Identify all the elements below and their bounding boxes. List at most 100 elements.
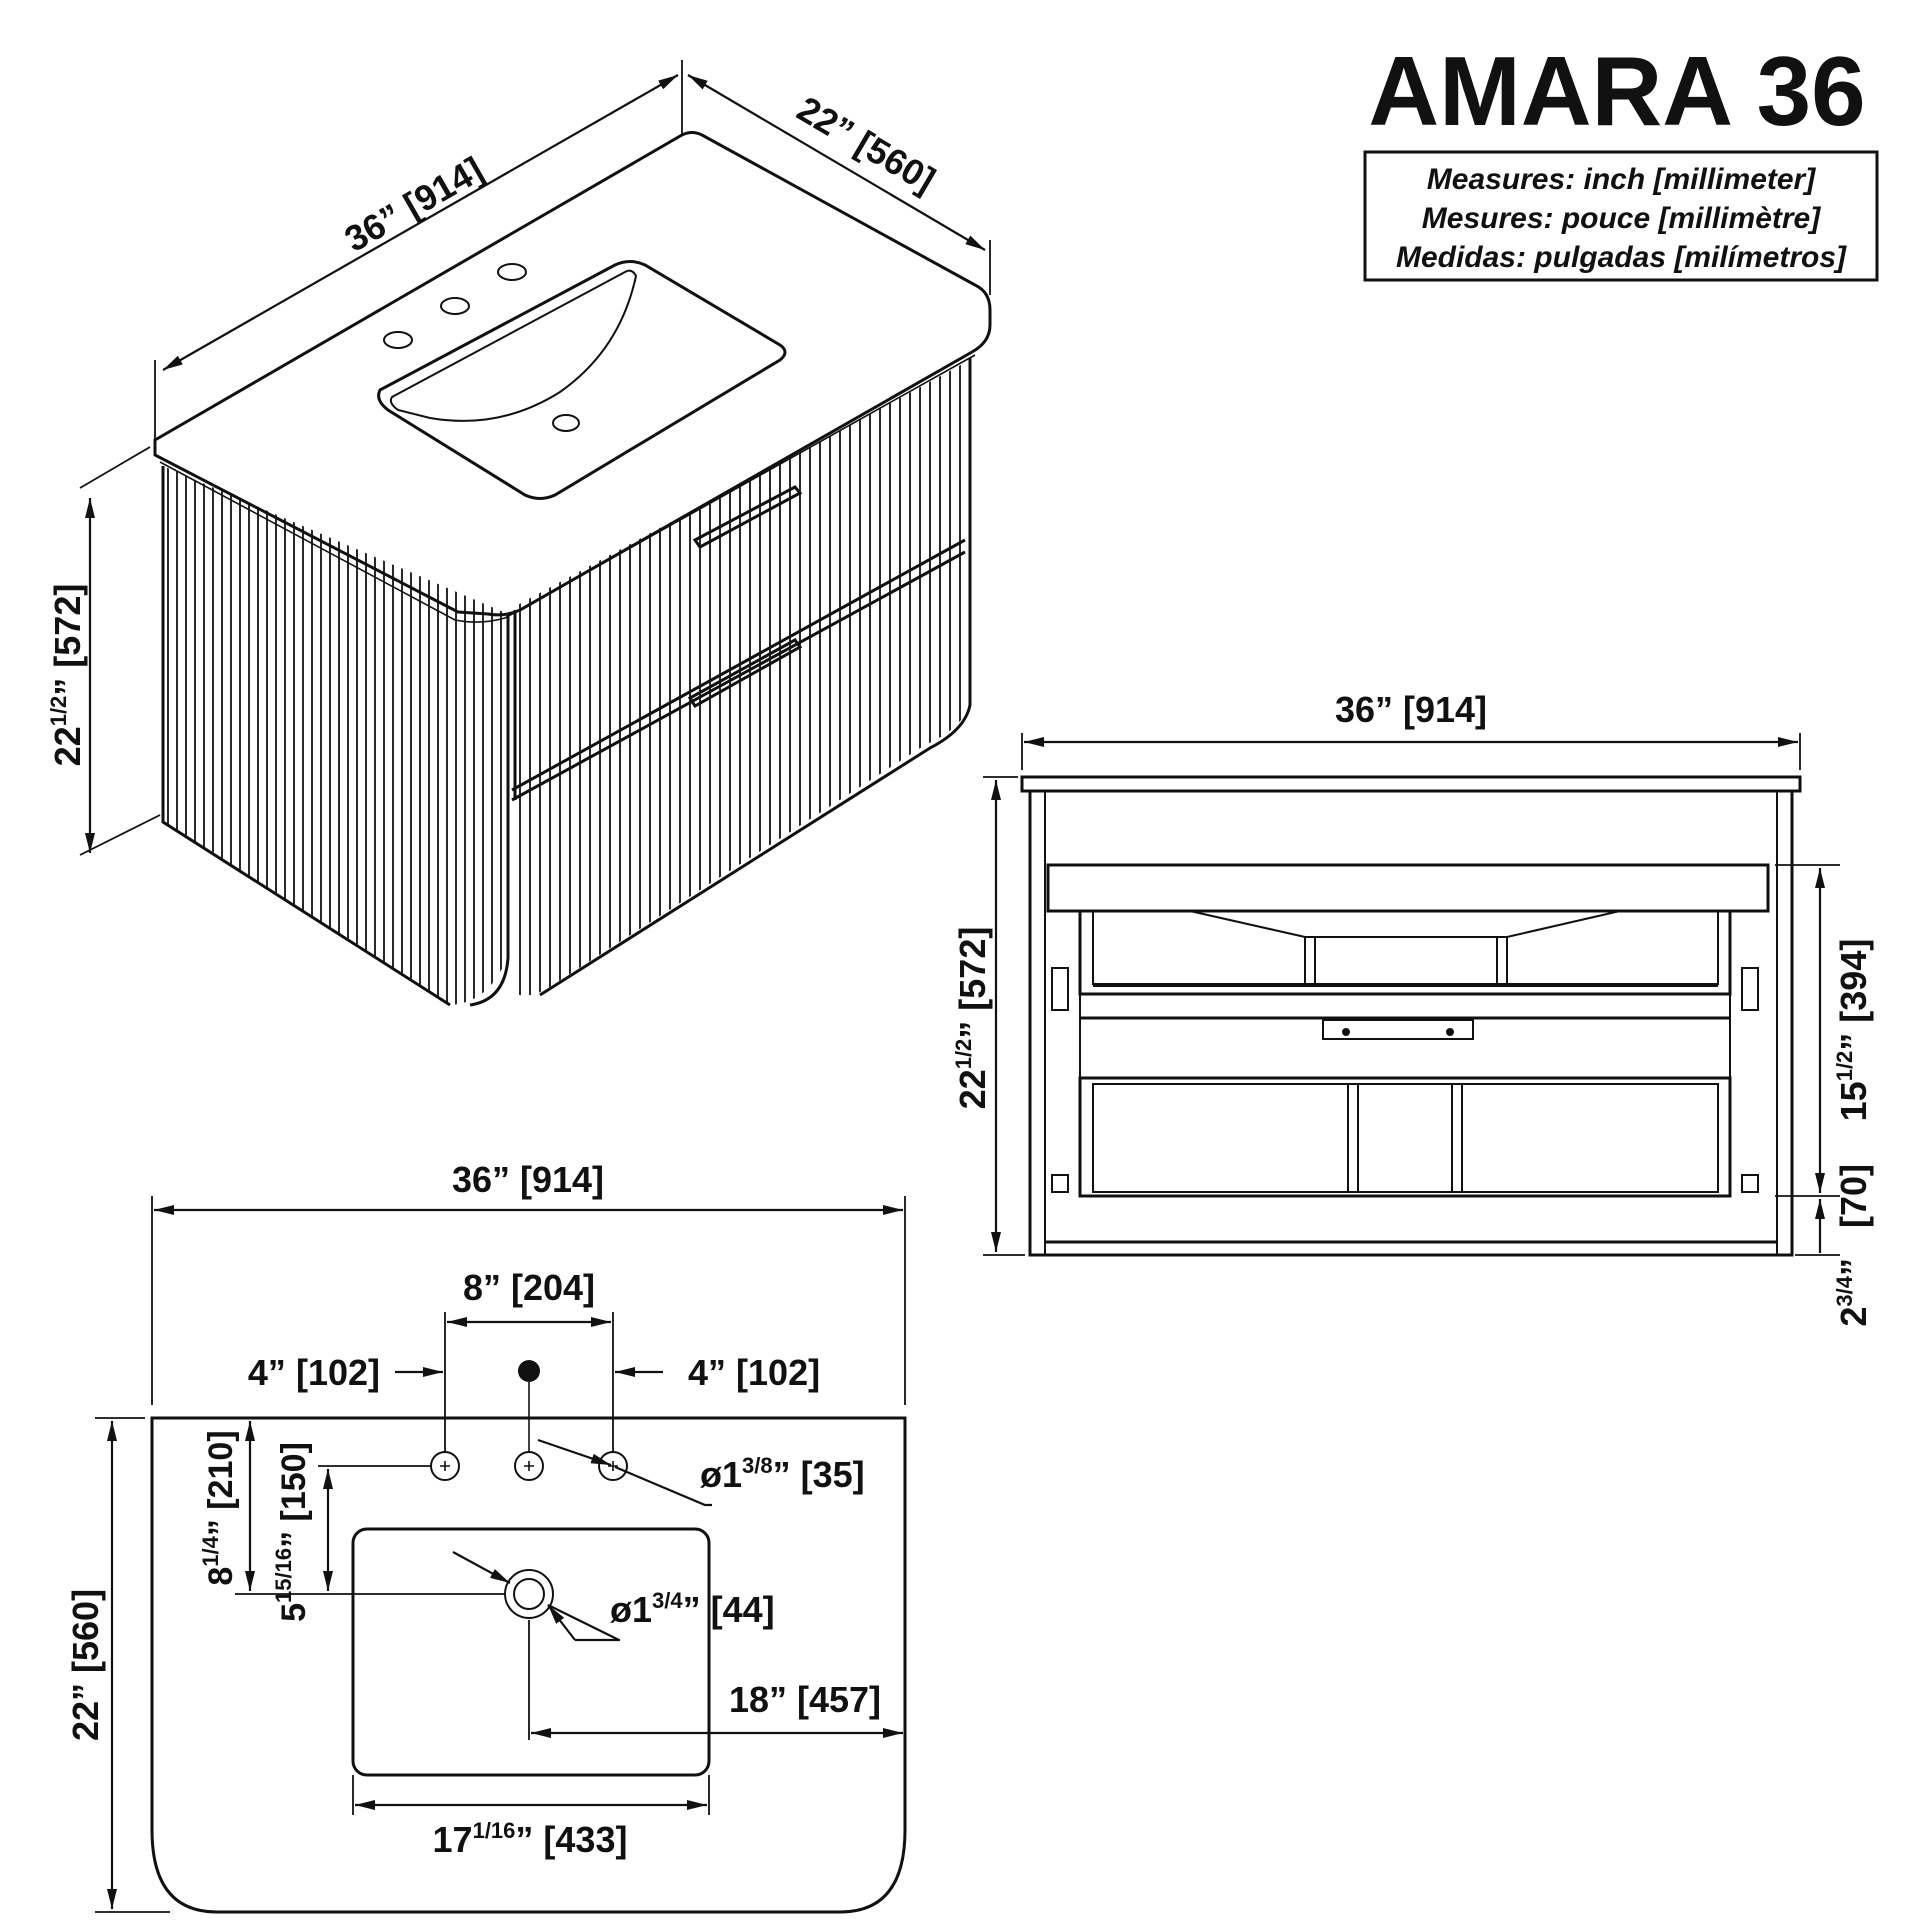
front-height-frac: 1/2 (951, 1039, 976, 1070)
top-view: 36” [914] 8” [204] 4” [102] 4” [102] ø13… (65, 1159, 907, 1914)
front-height-suffix: ” (952, 1021, 993, 1039)
svg-text:171/16” [433]: 171/16” [433] (433, 1818, 628, 1860)
units-note-fr: Mesures: pouce [millimètre] (1422, 202, 1821, 235)
top-width-inch: 36” (452, 1159, 510, 1200)
top-drain-suffix: ” (683, 1589, 701, 1630)
iso-basin (377, 260, 787, 500)
svg-text:22” [560]: 22” [560] (65, 1589, 106, 1741)
iso-cabinet-front (161, 466, 451, 1007)
top-basin (351, 1527, 711, 1777)
svg-text:221/2” [572]: 221/2” [572] (951, 927, 993, 1110)
front-bottom-gap-suffix: ” (1833, 1258, 1874, 1276)
svg-text:4” [102]: 4” [102] (248, 1352, 380, 1393)
top-depth-mm: [560] (65, 1589, 106, 1673)
svg-text:4” [102]: 4” [102] (688, 1352, 820, 1393)
top-drain-mm: [44] (711, 1589, 775, 1630)
front-countertop (1020, 775, 1802, 793)
top-bowl-frac: 1/16 (473, 1818, 516, 1843)
top-drain-outer (504, 1569, 554, 1619)
top-countertop (150, 1416, 907, 1914)
front-sink-apron (1046, 863, 1770, 913)
top-bowl-inch: 17 (433, 1819, 473, 1860)
top-drain-back-frac: 1/4 (198, 1535, 223, 1566)
top-drain-prefix: ø1 (610, 1589, 652, 1630)
front-bottom-gap-inch: 2 (1833, 1307, 1874, 1327)
iso-height-mm: [572] (47, 584, 88, 668)
top-bowl-suffix: ” (515, 1819, 533, 1860)
top-faucet-hole-prefix: ø1 (700, 1454, 742, 1495)
iso-handle-top (692, 485, 803, 549)
svg-text:515/16” [150]: 515/16” [150] (271, 1442, 313, 1622)
front-drawer-zone-suffix: ” (1833, 1033, 1874, 1051)
iso-cabinet-side (539, 358, 972, 997)
top-drain-faucet-frac: 15/16 (271, 1548, 296, 1603)
iso-faucet-hole-center (440, 297, 470, 315)
iso-countertop (153, 131, 992, 617)
iso-depth-inch: 22” (790, 88, 861, 153)
units-note-es: Medidas: pulgadas [milímetros] (1396, 241, 1847, 274)
front-drawer-zone-frac: 1/2 (1832, 1051, 1857, 1082)
top-center-marker (518, 1360, 540, 1382)
front-cabinet (1028, 791, 1794, 1257)
front-drawer-zone-inch: 15 (1833, 1081, 1874, 1121)
iso-depth-mm: [560] (849, 123, 942, 201)
front-height-inch: 22 (952, 1069, 993, 1109)
units-note-en: Measures: inch [millimeter] (1427, 163, 1816, 196)
top-depth-inch: 22” (65, 1683, 106, 1741)
front-handle-plate (1322, 1019, 1474, 1040)
front-height-mm: [572] (952, 927, 993, 1011)
top-drain-faucet-suffix: ” (275, 1531, 313, 1548)
svg-text:81/4” [210]: 81/4” [210] (198, 1430, 240, 1585)
svg-text:ø13/4” [44]: ø13/4” [44] (610, 1588, 775, 1630)
iso-height-inch: 22 (47, 726, 88, 766)
svg-text:36” [914]: 36” [914] (1335, 689, 1487, 730)
top-bowl-mm: [433] (543, 1819, 627, 1860)
title-block: AMARA 36 Measures: inch [millimeter] Mes… (1363, 36, 1879, 282)
front-bottom-gap-frac: 3/4 (1832, 1275, 1857, 1306)
svg-text:151/2” [394]: 151/2” [394] (1832, 939, 1874, 1122)
iso-drawer-split (511, 538, 966, 792)
svg-text:36” [914]: 36” [914] (338, 149, 490, 260)
top-drain-back-suffix: ” (202, 1519, 240, 1536)
top-faucet-hole-suffix: ” (773, 1454, 791, 1495)
svg-text:22” [560]: 22” [560] (790, 88, 942, 201)
top-spread-inch: 8” (463, 1267, 501, 1308)
front-view: 36” [914] 221/2” [572] 151/2” [394] [70]… (951, 689, 1874, 1327)
iso-width-inch: 36” (338, 195, 409, 259)
iso-handle-bottom (687, 638, 803, 709)
top-drain-side-mm: [457] (797, 1679, 881, 1720)
front-bottom-gap-mm: [70] (1833, 1164, 1874, 1228)
front-bottom-drawer (1078, 1076, 1732, 1198)
top-drain-frac: 3/4 (652, 1588, 683, 1613)
top-left-offset-inch: 4” (248, 1352, 286, 1393)
top-right-offset-mm: [102] (736, 1352, 820, 1393)
svg-text:8” [204]: 8” [204] (463, 1267, 595, 1308)
front-width-inch: 36” (1335, 689, 1393, 730)
svg-text:36” [914]: 36” [914] (452, 1159, 604, 1200)
svg-text:23/4”: 23/4” (1832, 1258, 1874, 1327)
top-width-mm: [914] (520, 1159, 604, 1200)
top-drain-side-inch: 18” (729, 1679, 787, 1720)
top-drain-faucet-mm: [150] (275, 1442, 313, 1521)
product-title: AMARA 36 (1368, 36, 1865, 146)
svg-text:221/2” [572]: 221/2” [572] (46, 584, 88, 767)
front-width-mm: [914] (1403, 689, 1487, 730)
iso-faucet-hole-left (383, 331, 413, 349)
iso-faucet-hole-right (497, 263, 527, 281)
top-drain-inner (513, 1578, 545, 1610)
units-note-box (1363, 150, 1879, 282)
top-left-offset-mm: [102] (296, 1352, 380, 1393)
iso-fluting-front (167, 466, 502, 1005)
svg-text:ø13/8” [35]: ø13/8” [35] (700, 1453, 865, 1495)
iso-width-mm: [914] (397, 149, 490, 226)
iso-height-frac: 1/2 (46, 696, 71, 727)
top-faucet-hole-frac: 3/8 (742, 1453, 773, 1478)
front-top-drawer (1078, 909, 1732, 996)
isometric-view: 36” [914] 22” [560] 221/2” [572] (46, 60, 992, 1007)
top-drain-faucet-inch: 5 (275, 1603, 313, 1622)
top-faucet-hole-mm: [35] (801, 1454, 865, 1495)
top-spread-mm: [204] (511, 1267, 595, 1308)
svg-text:[70]: [70] (1833, 1164, 1874, 1228)
top-drain-back-mm: [210] (202, 1430, 240, 1509)
